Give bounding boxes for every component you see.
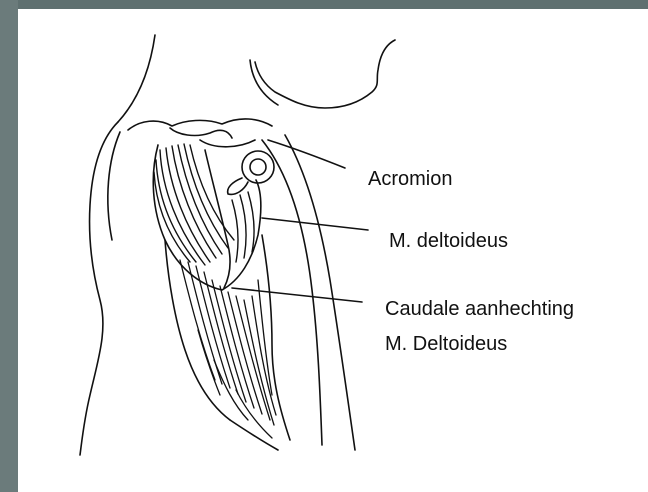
frame-top-band: [0, 0, 648, 9]
humeral-head-icon: [228, 151, 274, 194]
slide-canvas: Acromion M. deltoideus Caudale aanhechti…: [18, 9, 648, 492]
label-deltoideus: M. deltoideus: [389, 229, 508, 253]
neck-line: [118, 35, 155, 122]
chin-outline: [255, 40, 395, 108]
deltoid-inner-edge: [205, 150, 230, 288]
shoulder-outline: [80, 122, 118, 455]
label-caudale-muscle: M. Deltoideus: [385, 332, 507, 356]
frame-left-band: [0, 0, 18, 492]
clavicle-lower: [200, 140, 255, 147]
label-caudale-aanhechting: Caudale aanhechting: [385, 297, 574, 321]
leader-deltoideus: [262, 218, 368, 230]
label-acromion: Acromion: [368, 167, 452, 191]
shoulder-anatomy-illustration: [18, 9, 648, 492]
clavicle: [128, 119, 272, 130]
leader-acromion: [268, 140, 345, 168]
leader-caudale: [232, 288, 362, 302]
acromion-process: [170, 128, 232, 138]
back-contour: [108, 132, 120, 240]
arm-lower-left: [230, 420, 278, 450]
